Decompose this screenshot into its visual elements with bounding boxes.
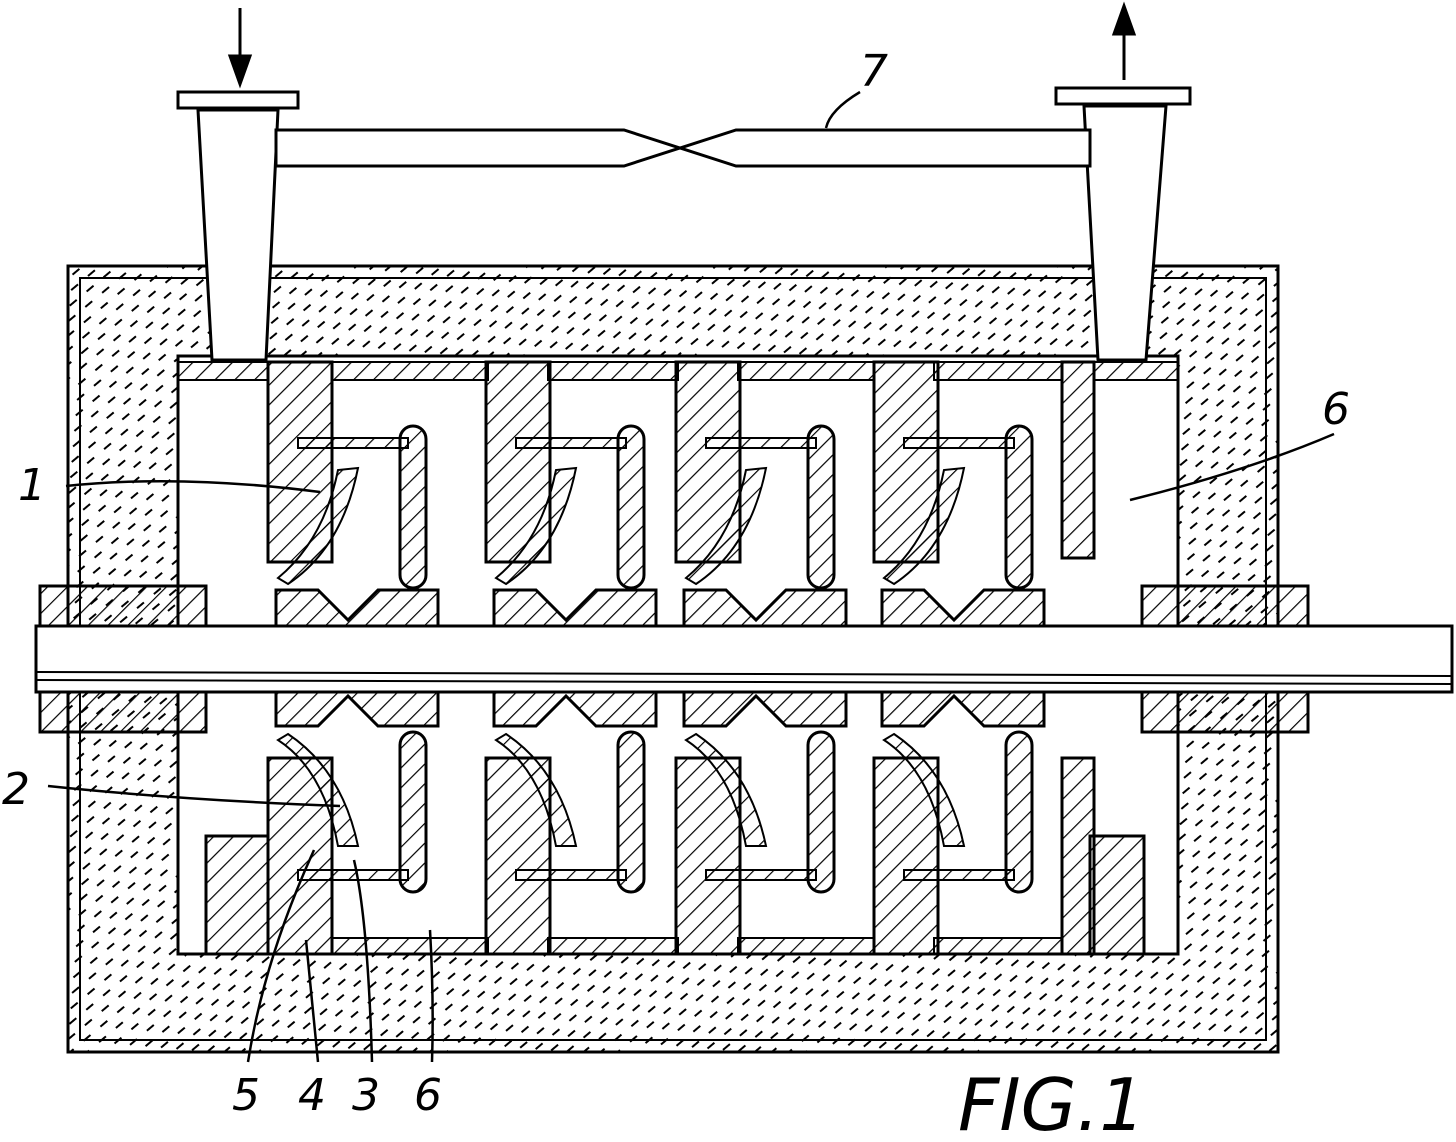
label-6-bottom: 6 (414, 1070, 442, 1121)
label-5: 5 (232, 1070, 260, 1121)
label-1: 1 (18, 460, 46, 511)
stage-1-lower-return-vane (398, 730, 428, 894)
inlet-arrow-icon (227, 8, 253, 89)
inlet-pipe (176, 90, 300, 362)
stage-4-lower-plate (903, 869, 1015, 881)
label-7: 7 (860, 46, 888, 97)
stage-1-upper-hub (274, 588, 440, 628)
top-liner-segment-2 (331, 361, 489, 381)
stage-3-lower-hub (682, 690, 848, 728)
shaft (34, 624, 1454, 694)
stage-3-lower-blade (684, 732, 768, 847)
bottom-liner-segment-1 (331, 937, 489, 955)
outlet-divider-upper (1060, 360, 1096, 560)
top-liner-segment-6 (1093, 361, 1179, 381)
stage-3-upper-plate (705, 437, 817, 449)
stage-2-lower-blade (494, 732, 578, 847)
stage-2-lower-return-vane (616, 730, 646, 894)
label-4: 4 (298, 1070, 326, 1121)
bottom-liner-segment-2 (547, 937, 679, 955)
inlet-end-block (204, 834, 270, 956)
stage-4-lower-hub (880, 690, 1046, 728)
stage-3-upper-blade (684, 466, 768, 586)
shaft-bearings (38, 584, 1310, 734)
stage-4-lower-return-vane (1004, 730, 1034, 894)
stage-1-lower-blade (276, 732, 360, 847)
top-liner-segment-4 (737, 361, 875, 381)
stage-1-upper-plate (297, 437, 409, 449)
stage-2-upper-hub (492, 588, 658, 628)
stage-3-lower-return-vane (806, 730, 836, 894)
stage-4-upper-plate (903, 437, 1015, 449)
stage-4-upper-return-vane (1004, 424, 1034, 590)
label-3: 3 (352, 1070, 380, 1121)
stage-1-upper-return-vane (398, 424, 428, 590)
stage-3-lower-plate (705, 869, 817, 881)
figure-caption: FIG.1 (958, 1063, 1145, 1142)
top-liner-segment-5 (933, 361, 1063, 381)
stage-4-lower-blade (882, 732, 966, 847)
stage-4-upper-blade (882, 466, 966, 586)
stage-2-lower-hub (492, 690, 658, 728)
outlet-pipe (1054, 86, 1192, 362)
stage-2-upper-return-vane (616, 424, 646, 590)
stage-1-upper-blade (276, 466, 360, 586)
bottom-liner-segment-3 (737, 937, 875, 955)
outlet-arrow-icon (1111, 1, 1137, 80)
top-liner-segment-3 (547, 361, 679, 381)
outlet-end-block (1088, 834, 1146, 956)
bottom-liner-segment-4 (933, 937, 1063, 955)
leader-lines (47, 90, 1335, 1063)
stage-2-upper-plate (515, 437, 627, 449)
stage-3-upper-return-vane (806, 424, 836, 590)
stage-4-upper-hub (880, 588, 1046, 628)
label-2: 2 (2, 764, 30, 815)
stage-1-lower-hub (274, 690, 440, 728)
stage-2-upper-blade (494, 466, 578, 586)
compressor-stages (177, 360, 1179, 956)
top-liner-segment-1 (177, 361, 269, 381)
label-6-right: 6 (1322, 384, 1350, 435)
stage-3-upper-hub (682, 588, 848, 628)
stage-1-lower-plate (297, 869, 409, 881)
stage-2-lower-plate (515, 869, 627, 881)
crossover-pipe (274, 128, 1092, 168)
